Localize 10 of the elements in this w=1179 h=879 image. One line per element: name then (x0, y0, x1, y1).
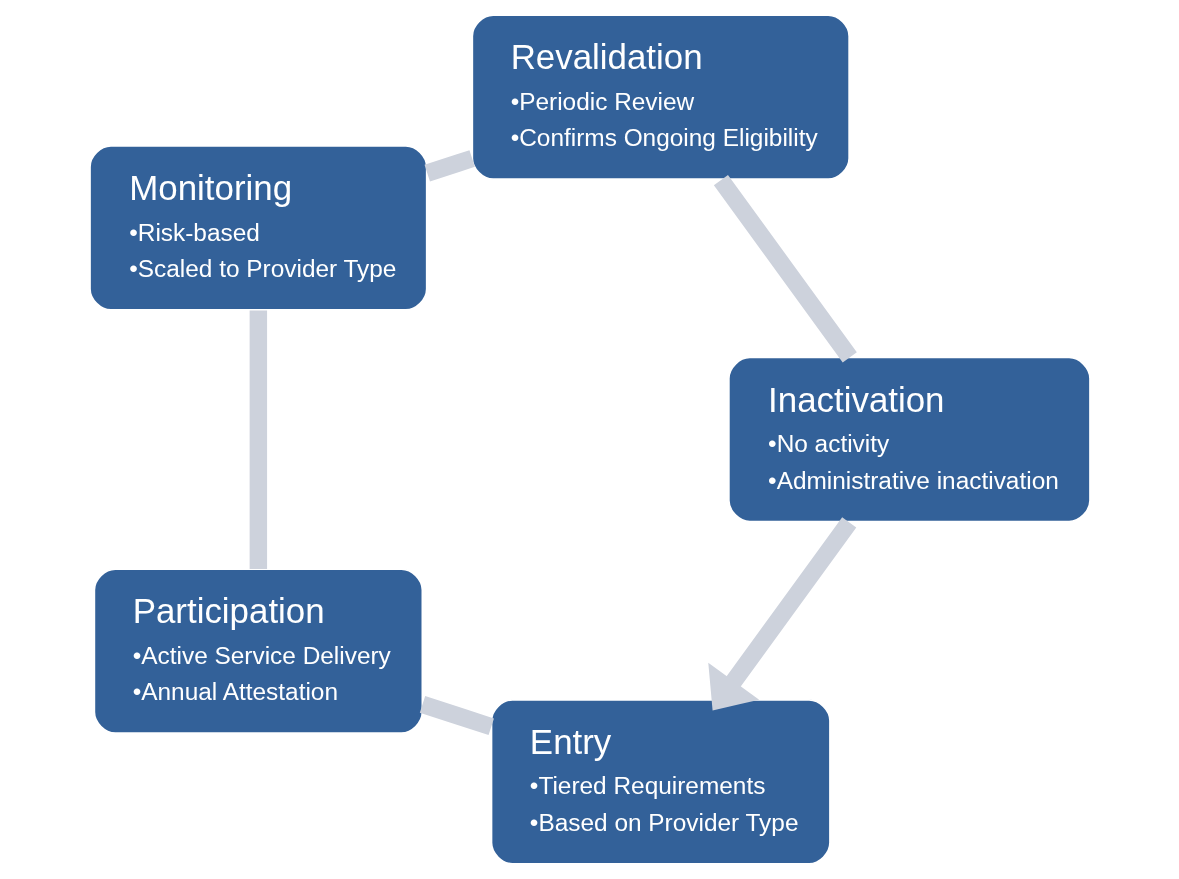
node-box: Monitoring •Risk-based •Scaled to Provider Type (88, 145, 428, 311)
node-box: Entry •Tiered Requirements •Based on Provider Type (490, 698, 831, 865)
connector (424, 150, 475, 182)
connector (713, 174, 857, 363)
arrow (707, 517, 856, 711)
node-box: Participation •Active Service Delivery •Annual Attestation (92, 568, 423, 734)
node-box: Revalidation •Periodic Review •Confirms Ongoing Eligibility (470, 14, 850, 181)
connector (249, 310, 267, 569)
connector (419, 696, 494, 736)
node-box: Inactivation •No activity •Administrative inactivation (727, 356, 1091, 523)
